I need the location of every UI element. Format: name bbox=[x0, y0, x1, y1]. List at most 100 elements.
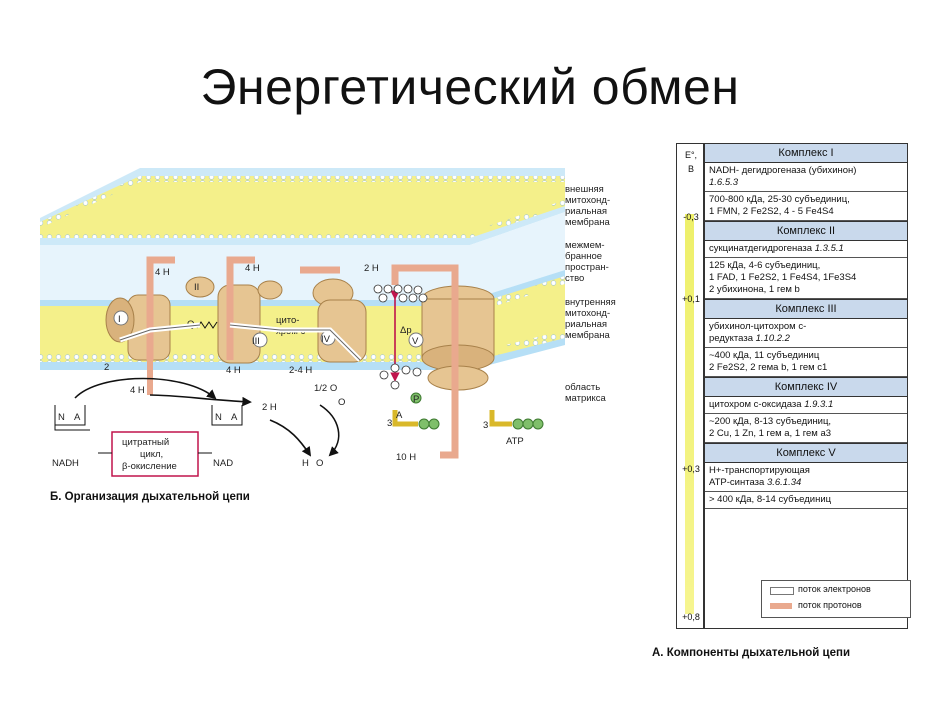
complex-V-name: H+-транспортирующая bbox=[709, 465, 810, 476]
nad-structure: N A bbox=[211, 405, 243, 426]
complex-II-label: II bbox=[194, 282, 199, 293]
e-header-1: E°, bbox=[684, 150, 698, 160]
complex-I-row-1: NADH- дегидрогеназа (убихинон)1.6.5.3 bbox=[705, 163, 907, 192]
complex-III-row-1: убихинол-цитохром с-редуктаза 1.10.2.2 bbox=[705, 319, 907, 348]
inner-label-3: риальная bbox=[565, 319, 607, 330]
complex-V-label: V bbox=[412, 336, 419, 347]
complex-I-label: I bbox=[118, 314, 121, 325]
intermembrane-space bbox=[40, 212, 565, 300]
complex-V-mass: > 400 кДа, 8-14 субъединиц bbox=[709, 494, 832, 505]
potential-gradient-bar bbox=[685, 214, 694, 614]
outer-label-2: митохонд- bbox=[565, 195, 610, 206]
complex-I-header: Комплекс I bbox=[705, 144, 907, 163]
label-half-o2: 1/2 O bbox=[314, 383, 337, 394]
complex-III-mass: ~400 кДа, 11 субъединиц bbox=[709, 350, 820, 361]
atp-label: ATP bbox=[506, 436, 524, 447]
label-4h-b: 4 H bbox=[245, 263, 260, 274]
complex-V-header: Комплекс V bbox=[705, 443, 907, 463]
svg-text:N: N bbox=[58, 412, 65, 423]
outer-label-4: мембрана bbox=[565, 217, 610, 228]
complex-V-ec: 3.6.1.34 bbox=[766, 477, 802, 488]
matrix-label-2: матрикса bbox=[565, 393, 607, 404]
adp-a: A bbox=[396, 410, 403, 421]
legend-proton-label: поток протонов bbox=[798, 600, 862, 610]
complex-I-ec: 1.6.5.3 bbox=[709, 177, 739, 188]
svg-text:A: A bbox=[74, 412, 81, 423]
complex-I-cofactors: 1 FMN, 2 Fe2S2, 4 - 5 Fe4S4 bbox=[709, 206, 834, 217]
complex-I-row-2: 700-800 кДа, 25-30 субъединиц,1 FMN, 2 F… bbox=[705, 192, 907, 221]
adp-count: 3 bbox=[387, 418, 392, 429]
complex-IV-ec: 1.9.3.1 bbox=[804, 399, 834, 410]
complex-IV-row-2: ~200 кДа, 8-13 субъединиц,2 Cu, 1 Zn, 1 … bbox=[705, 414, 907, 443]
complex-I-mass: 700-800 кДа, 25-30 субъединиц, bbox=[709, 194, 850, 205]
complex-III-name-2: редуктаза bbox=[709, 333, 753, 344]
complex-II-ec: 1.3.5.1 bbox=[814, 243, 844, 254]
complex-V-row-2: > 400 кДа, 8-14 субъединиц bbox=[705, 492, 907, 509]
inner-label-1: внутренняя bbox=[565, 297, 616, 308]
e-value-1: -0,3 bbox=[683, 212, 699, 222]
flow-legend: поток электронов поток протонов bbox=[761, 580, 911, 618]
label-2-4h: 2-4 H bbox=[289, 365, 312, 376]
inner-label-4: мембрана bbox=[565, 330, 610, 341]
components-table: E°, В -0,3 +0,1 +0,3 +0,8 Комплекс I NAD… bbox=[676, 143, 911, 629]
cytochrome-c-label-1: цито- bbox=[276, 315, 299, 326]
complex-IV-cofactors: 2 Cu, 1 Zn, 1 гем a, 1 гем a3 bbox=[709, 428, 832, 439]
label-o2-minus: O bbox=[338, 397, 345, 408]
complex-IV-name: цитохром с-оксидаза bbox=[709, 399, 802, 410]
complex-II-name: сукцинатдегидрогеназа bbox=[709, 243, 813, 254]
reaction-arrows bbox=[74, 290, 400, 457]
citrate-cycle-box: цитратный цикл, β-окисление bbox=[111, 431, 199, 477]
label-4h-a: 4 H bbox=[155, 267, 170, 278]
intermembrane-label-3: простран- bbox=[565, 262, 609, 273]
svg-text:A: A bbox=[231, 412, 238, 423]
phosphate-label: P bbox=[413, 394, 419, 405]
complex-IV-label: IV bbox=[321, 334, 331, 345]
complex-III-name: убихинол-цитохром с- bbox=[709, 321, 807, 332]
intermembrane-label-4: ство bbox=[565, 273, 584, 284]
outer-membrane bbox=[40, 168, 565, 245]
complex-II-cofactors: 1 FAD, 1 Fe2S2, 1 Fe4S4, 1Fe3S4 bbox=[709, 272, 857, 283]
membrane-labels: внешняя митохонд- риальная мембрана межм… bbox=[565, 184, 616, 404]
complex-V-name-2: ATP-синтаза bbox=[709, 477, 765, 488]
label-2h-top: 2 H bbox=[364, 263, 379, 274]
atp-symbol: 3 ATP bbox=[483, 410, 544, 447]
svg-text:N: N bbox=[215, 412, 222, 423]
intermembrane-label-2: бранное bbox=[565, 251, 602, 262]
intermembrane-label-1: межмем- bbox=[565, 240, 605, 251]
complex-III-ec: 1.10.2.2 bbox=[755, 333, 790, 344]
complex-II-extra: 2 убихинона, 1 гем b bbox=[709, 284, 800, 295]
label-h2o: H bbox=[302, 458, 309, 469]
outer-label-3: риальная bbox=[565, 206, 607, 217]
label-h2o-tail: O bbox=[316, 458, 323, 469]
nadh-label: NADH bbox=[52, 458, 79, 469]
complex-II-row-2: 125 кДа, 4-6 субъединиц,1 FAD, 1 Fe2S2, … bbox=[705, 258, 907, 299]
complex-III-cofactors: 2 Fe2S2, 2 гема b, 1 гем c1 bbox=[709, 362, 828, 373]
complex-IV-mass: ~200 кДа, 8-13 субъединиц, bbox=[709, 416, 832, 427]
adp-symbol: 3 A P bbox=[387, 392, 440, 430]
electron-flow-swatch bbox=[770, 587, 794, 595]
caption-respiratory-chain-organization: Б. Организация дыхательной цепи bbox=[50, 491, 250, 503]
label-10h: 10 H bbox=[396, 452, 416, 463]
legend-electron-label: поток электронов bbox=[798, 584, 871, 594]
proton-flow-swatch bbox=[770, 603, 792, 609]
outer-label-1: внешняя bbox=[565, 184, 604, 195]
respiratory-chain-diagram: I II Q III цито- хром c IV V bbox=[40, 168, 616, 477]
complex-I-name: NADH- дегидрогеназа (убихинон) bbox=[709, 165, 857, 176]
potential-column: E°, В -0,3 +0,1 +0,3 +0,8 bbox=[676, 143, 704, 629]
complex-IV-header: Комплекс IV bbox=[705, 377, 907, 397]
label-4h-matrix-b: 4 H bbox=[226, 365, 241, 376]
e-value-3: +0,3 bbox=[682, 464, 700, 474]
e-value-2: +0,1 bbox=[682, 294, 700, 304]
complex-II-header: Комплекс II bbox=[705, 221, 907, 241]
nad-label: NAD bbox=[213, 458, 233, 469]
e-header-2: В bbox=[687, 164, 694, 174]
complex-III-label: III bbox=[252, 336, 260, 347]
complexes-column: Комплекс I NADH- дегидрогеназа (убихинон… bbox=[704, 143, 911, 629]
atp-count: 3 bbox=[483, 420, 488, 431]
citrate-line-2: цикл, bbox=[140, 449, 163, 460]
e-value-4: +0,8 bbox=[682, 612, 700, 622]
caption-respiratory-chain-components: А. Компоненты дыхательной цепи bbox=[652, 647, 851, 659]
label-4h-matrix-a: 4 H bbox=[130, 385, 145, 396]
